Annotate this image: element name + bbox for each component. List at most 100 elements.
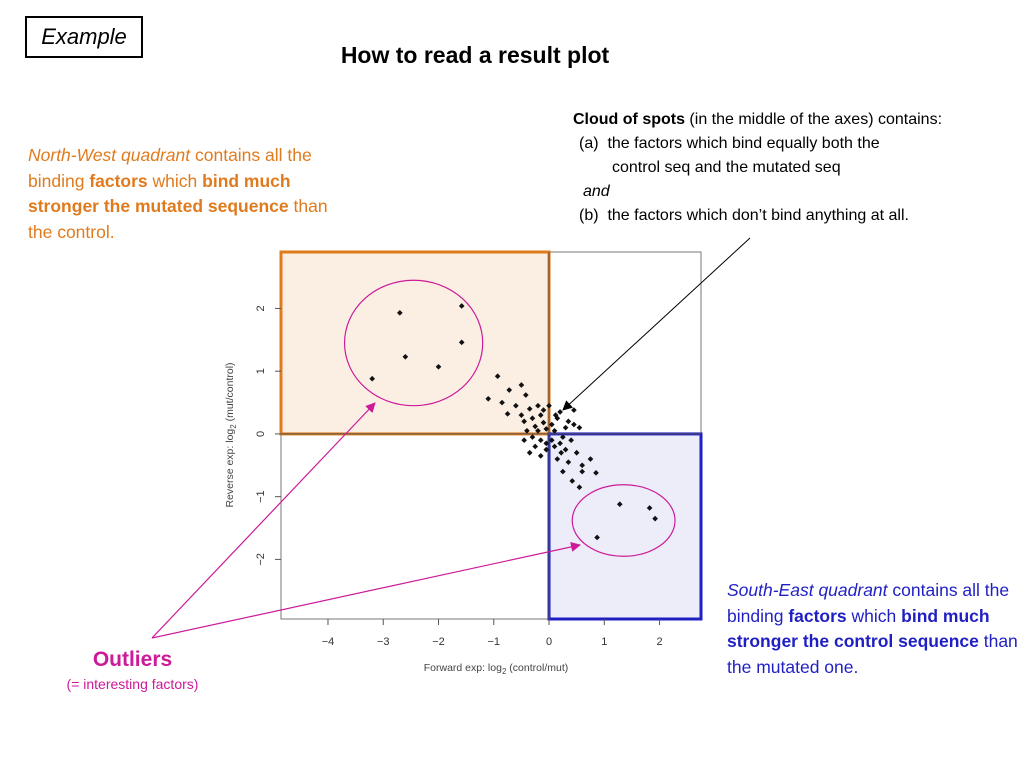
cloud-note-marker-a: (a) xyxy=(579,135,599,152)
data-point xyxy=(558,449,565,456)
data-point xyxy=(552,412,559,418)
outliers-label: Outliers xyxy=(92,648,173,671)
x-tick-label: −4 xyxy=(322,636,335,648)
cloud-note-item-a-line2: control seq and the mutated seq xyxy=(612,159,841,176)
data-point xyxy=(537,453,544,459)
data-point xyxy=(526,449,533,456)
cloud-note-marker-b: (b) xyxy=(579,207,599,224)
data-point xyxy=(543,426,550,432)
nw-note-part2: contains all the binding xyxy=(28,145,312,191)
data-point xyxy=(494,373,501,380)
cloud-note-and: and xyxy=(583,183,610,200)
data-point xyxy=(543,440,550,447)
data-point xyxy=(506,387,513,393)
data-point xyxy=(458,339,465,346)
y-tick-label: 0 xyxy=(255,431,267,437)
data-point xyxy=(540,419,547,426)
y-tick-label: 2 xyxy=(255,305,267,311)
x-tick-label: −3 xyxy=(377,636,390,648)
data-point xyxy=(548,421,555,428)
data-point xyxy=(554,456,561,462)
data-point xyxy=(540,407,547,413)
data-point xyxy=(587,456,594,462)
data-point xyxy=(535,427,541,434)
example-label: Example xyxy=(25,16,143,58)
data-point xyxy=(557,440,563,447)
data-point xyxy=(593,469,599,476)
data-point xyxy=(521,437,527,444)
se-note-part3: factors xyxy=(788,605,847,626)
x-tick-label: 2 xyxy=(656,636,662,648)
nw-quadrant-box xyxy=(279,250,551,436)
data-point xyxy=(537,437,544,444)
cloud-note-heading: Cloud of spots xyxy=(573,111,685,128)
se-note-part4: which xyxy=(846,605,902,626)
data-point xyxy=(571,421,577,428)
data-point xyxy=(548,437,555,444)
outlier-arrow-nw xyxy=(151,402,376,639)
data-point xyxy=(518,382,525,388)
nw-note-part3: factors xyxy=(89,170,148,191)
nw-note-part4: which xyxy=(147,170,203,191)
data-point xyxy=(616,501,623,508)
se-quadrant-box xyxy=(547,432,703,621)
outliers-callout: Outliers (= interesting factors) xyxy=(40,646,225,694)
data-point xyxy=(526,406,533,412)
data-point xyxy=(396,310,403,316)
data-point xyxy=(369,375,376,382)
x-axis-label: Forward exp: log2 (control/mut) xyxy=(424,662,569,676)
data-point xyxy=(499,399,505,406)
data-point xyxy=(562,424,569,431)
data-point xyxy=(532,423,539,430)
x-tick-label: 1 xyxy=(601,636,607,648)
nw-quadrant-note: North-West quadrant contains all the bin… xyxy=(28,143,328,245)
cloud-pointer-arrow xyxy=(562,237,751,411)
data-point xyxy=(560,468,566,475)
x-tick-label: −2 xyxy=(432,636,445,648)
data-point xyxy=(551,443,558,450)
data-point xyxy=(646,505,653,511)
y-tick-label: −1 xyxy=(255,490,267,503)
x-tick-label: 0 xyxy=(546,636,552,648)
data-point xyxy=(532,443,539,450)
se-note-part2: contains all the binding xyxy=(727,580,1010,626)
data-point xyxy=(504,411,511,417)
data-point xyxy=(594,534,600,541)
y-tick-label: 1 xyxy=(255,368,267,374)
data-point xyxy=(562,446,569,453)
nw-note-part6: than the control. xyxy=(28,196,328,242)
data-point xyxy=(529,415,536,422)
data-point xyxy=(522,392,529,398)
y-tick-label: −2 xyxy=(255,553,267,566)
data-point xyxy=(518,412,525,418)
se-note-part5: bind much stronger the control sequence xyxy=(727,605,990,652)
data-point xyxy=(543,446,550,453)
data-point xyxy=(513,402,519,409)
se-note-part6: than the mutated one. xyxy=(727,631,1018,677)
se-note-part1: South-East quadrant xyxy=(727,580,888,600)
cloud-note-heading-rest: (in the middle of the axes) contains: xyxy=(684,111,943,128)
data-point xyxy=(571,407,577,413)
outlier-circle-2 xyxy=(571,484,676,557)
x-tick-label: −1 xyxy=(487,636,500,648)
page-title: How to read a result plot xyxy=(340,42,610,68)
data-point xyxy=(576,484,583,491)
data-point xyxy=(535,402,541,409)
data-point xyxy=(546,402,552,409)
data-point xyxy=(435,363,442,370)
data-point xyxy=(485,395,492,402)
data-point xyxy=(551,427,558,434)
data-point xyxy=(524,427,530,434)
outliers-sublabel: (= interesting factors) xyxy=(66,676,199,692)
data-point xyxy=(573,449,580,456)
nw-note-part5: bind much stronger the mutated sequence xyxy=(28,170,291,217)
data-point xyxy=(557,409,563,415)
outlier-arrow-se xyxy=(151,542,581,639)
data-point xyxy=(458,303,465,309)
data-point xyxy=(402,353,409,360)
cloud-note: Cloud of spots (in the middle of the axe… xyxy=(573,108,1013,228)
data-point xyxy=(565,418,572,425)
data-point xyxy=(568,437,574,444)
data-point xyxy=(569,478,576,484)
